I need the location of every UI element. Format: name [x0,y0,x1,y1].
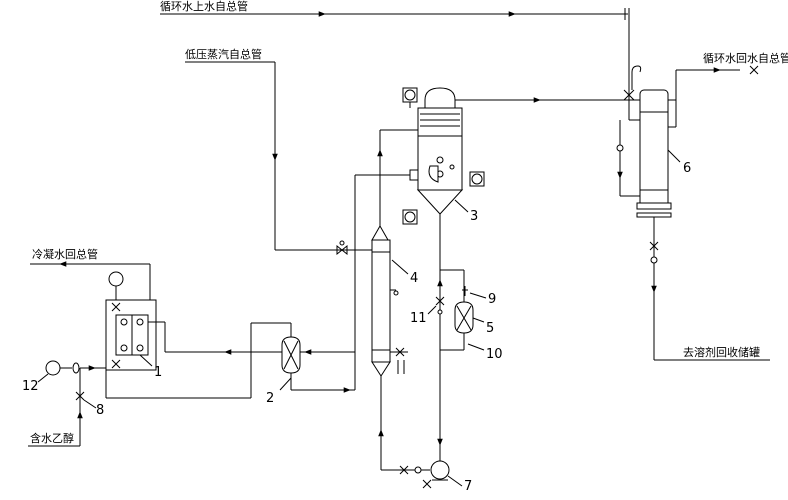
circulating-water-supply-line [160,8,640,121]
label-3: 3 [470,209,478,224]
label-12: 12 [22,379,39,394]
label-11: 11 [410,311,427,326]
solvent-outlet-line [649,217,770,361]
label-5: 5 [486,321,494,336]
label-8: 8 [96,403,104,418]
pressure-gauge-top [402,87,418,108]
solvent-recovery-label: 去溶剂回收储罐 [683,345,760,359]
heater-valve-cluster [390,347,408,374]
ethanol-feed-line [28,355,251,447]
circ-water-return-line [675,65,759,127]
evaporator-3 [409,87,640,225]
exchanger-valves [111,302,121,369]
label-1: 1 [154,365,162,380]
condenser-vent [623,65,642,101]
low-pressure-steam-line [185,61,372,251]
valve-9-stem [462,286,468,296]
condenser-6 [636,89,676,218]
temperature-gauge-1 [108,271,124,300]
condensate-return-line [30,261,151,300]
heat-exchanger-1 [105,299,282,371]
circ-water-supply-label: 循环水上水自总管 [160,0,248,13]
evaporator-heater-link [354,129,418,390]
ethanol-feed-label: 含水乙醇 [30,431,74,445]
instrument-12 [45,360,80,376]
condensate-return-label: 冷凝水回总管 [32,247,98,261]
label-7: 7 [464,479,472,494]
label-10: 10 [486,347,503,362]
steam-valve [336,240,348,256]
vessel-5 [440,269,474,351]
valve-11 [435,296,445,315]
valve-8 [83,399,97,409]
heater-pump-line [378,376,430,475]
low-pressure-steam-label: 低压蒸汽自总管 [185,47,262,61]
pressure-gauge-bottom [402,209,418,225]
condenser-sight-glass [616,120,640,197]
label-4: 4 [410,271,418,286]
label-2: 2 [266,391,274,406]
label-9: 9 [488,292,496,307]
label-6: 6 [683,161,691,176]
filter-2 [250,322,355,398]
pump-7 [422,225,450,489]
pressure-gauge-right [469,171,485,187]
circ-water-return-label: 循环水回水自总管 [703,51,788,65]
heater-4 [371,224,399,377]
